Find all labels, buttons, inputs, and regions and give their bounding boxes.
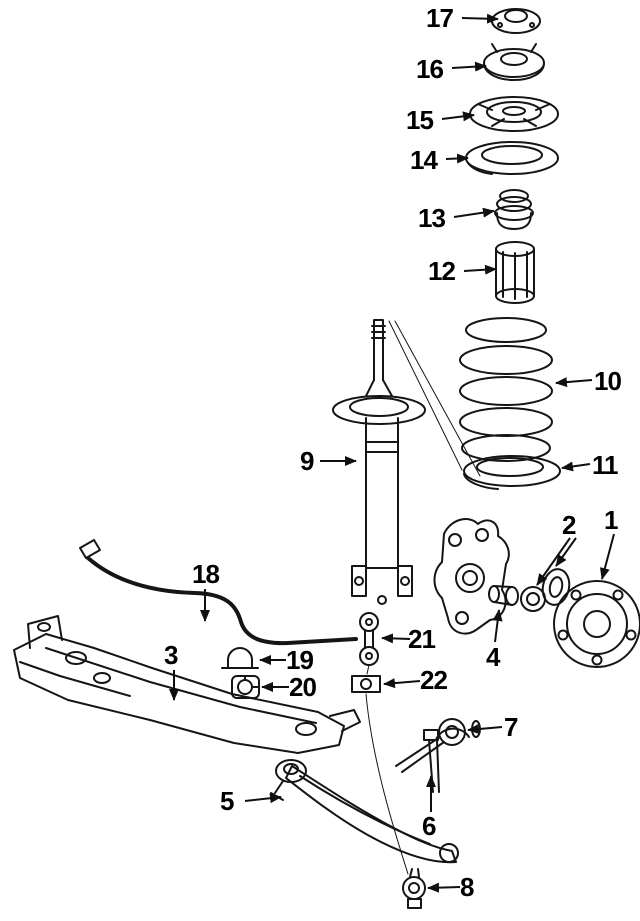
arrow-22	[383, 678, 421, 689]
part-bump-stop	[494, 189, 534, 230]
part-upper-strut-mount	[483, 43, 545, 81]
callout-8: 8	[460, 872, 475, 902]
arrow-15	[441, 111, 475, 122]
arrow-12	[463, 264, 497, 275]
part-steering-knuckle	[433, 518, 510, 635]
arrow-2a	[536, 537, 571, 586]
arrow-11	[561, 461, 591, 472]
callout-12: 12	[428, 256, 456, 286]
callout-3: 3	[164, 640, 179, 670]
arrow-4	[492, 609, 503, 643]
part-clamp-bracket	[351, 675, 409, 875]
callout-5: 5	[220, 786, 235, 816]
arrow-17	[461, 13, 499, 24]
part-strut-mount-cap	[491, 8, 541, 34]
part-strut-assembly	[332, 319, 481, 605]
part-wheel-hub	[553, 580, 640, 668]
callout-1: 1	[604, 505, 619, 535]
part-lower-spring-pad	[463, 455, 561, 490]
part-dust-boot	[495, 241, 535, 304]
callout-22: 22	[420, 665, 448, 695]
part-control-arm	[270, 759, 459, 864]
part-spring-seat-plate	[469, 96, 559, 132]
arrow-5	[244, 793, 282, 804]
part-upper-spring-pad	[465, 141, 559, 175]
arrow-21	[381, 633, 411, 644]
arrow-16	[451, 61, 487, 72]
arrow-8	[427, 882, 461, 893]
callout-16: 16	[416, 54, 444, 84]
callout-17: 17	[426, 3, 454, 33]
part-crossmember	[13, 615, 361, 754]
callout-4: 4	[486, 642, 501, 672]
callout-13: 13	[418, 203, 446, 233]
arrow-1	[600, 533, 615, 580]
callout-20: 20	[289, 672, 317, 702]
part-stabilizer-link	[359, 612, 379, 675]
part-bar-bracket	[221, 647, 259, 669]
callout-14: 14	[410, 145, 438, 175]
callout-19: 19	[286, 645, 314, 675]
callout-18: 18	[192, 559, 220, 589]
callout-9: 9	[300, 446, 315, 476]
callout-2: 2	[562, 510, 577, 540]
arrow-13	[453, 207, 495, 218]
part-ball-joint	[402, 868, 426, 909]
part-axle-stub	[488, 585, 519, 606]
part-bar-bushing	[231, 675, 260, 699]
callout-arrows	[169, 13, 615, 893]
callout-7: 7	[504, 712, 519, 742]
callout-11: 11	[592, 450, 618, 480]
part-stabilizer-bar	[79, 539, 358, 646]
callout-10: 10	[594, 366, 622, 396]
arrow-14	[445, 153, 469, 164]
part-coil-spring	[459, 317, 553, 462]
part-seal	[520, 586, 546, 612]
arrow-2b	[555, 537, 577, 567]
callout-15: 15	[406, 105, 434, 135]
callout-6: 6	[422, 811, 437, 841]
arrow-7	[467, 724, 503, 735]
callout-21: 21	[408, 624, 436, 654]
arrow-10	[555, 377, 593, 388]
